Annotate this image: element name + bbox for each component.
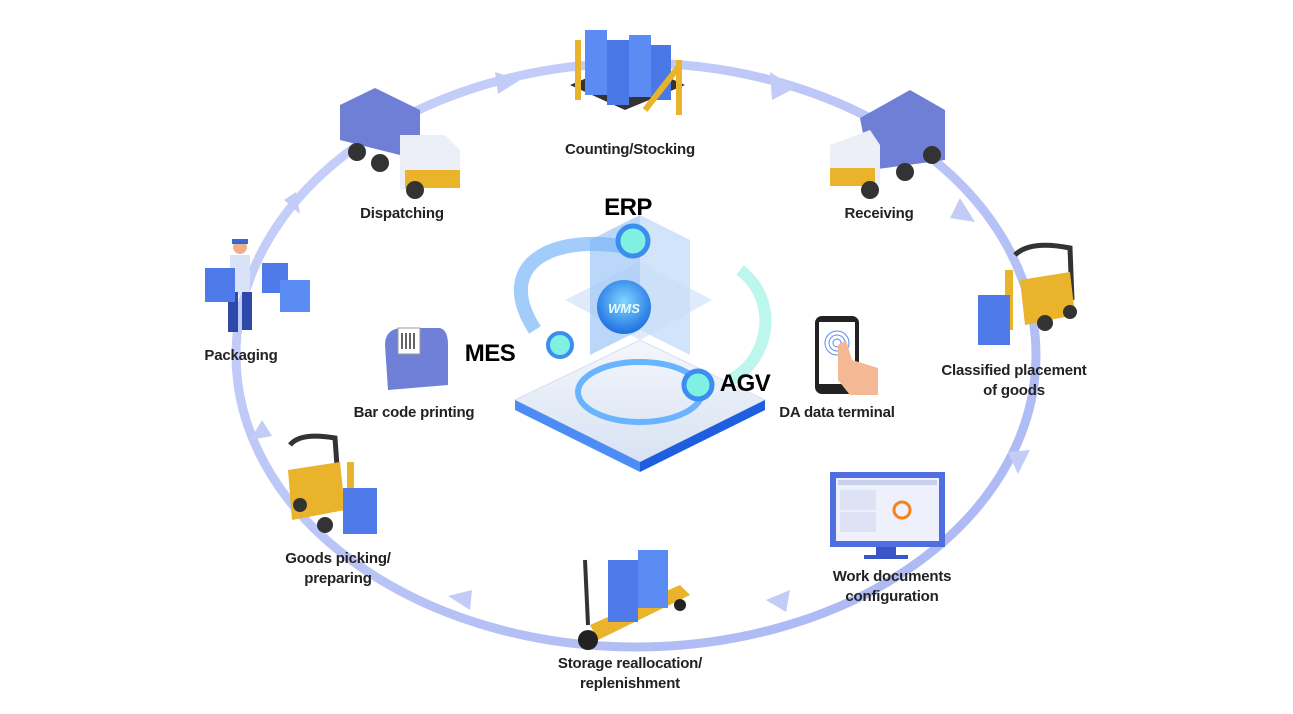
worker-boxes-icon <box>205 239 310 332</box>
agv-label: AGV <box>719 370 771 397</box>
erp-label: ERP <box>604 194 652 221</box>
wms-core-label: WMS <box>608 301 640 316</box>
erp-node <box>615 223 651 259</box>
mes-label: MES <box>464 340 516 367</box>
pallet-boxes-icon <box>570 30 685 115</box>
arrow-chevron <box>770 72 795 100</box>
forklift-box-icon <box>978 242 1077 345</box>
stage-classified-placement: Classified placement of goods <box>941 362 1087 399</box>
stage-storage-reallocation: Storage reallocation/ replenishment <box>557 655 703 692</box>
barcode-printing-label: Bar code printing <box>353 404 475 421</box>
dispatch-truck-icon <box>340 88 460 199</box>
ring-arrows <box>250 72 1030 612</box>
arrow-chevron <box>950 198 975 222</box>
stage-work-documents: Work documents configuration <box>832 568 952 605</box>
stage-receiving: Receiving <box>844 205 914 222</box>
stage-goods-picking: Goods picking/ preparing <box>285 550 391 587</box>
arrow-chevron <box>766 590 790 612</box>
arrow-chevron <box>448 590 472 610</box>
wms-globe <box>597 280 651 334</box>
picking-forklift-icon <box>288 433 377 534</box>
monitor-config-icon <box>830 472 945 559</box>
arrow-chevron <box>1008 450 1030 474</box>
arrow-chevron <box>250 420 272 440</box>
stage-packaging: Packaging <box>204 347 278 364</box>
handheld-terminal-icon <box>815 316 878 395</box>
agv-node <box>681 368 715 402</box>
arrow-chevron <box>495 72 520 94</box>
pallet-jack-icon <box>578 550 690 650</box>
wms-platform <box>513 215 772 472</box>
receiving-truck-icon <box>830 90 945 199</box>
mes-node <box>546 331 574 359</box>
barcode-printer-icon <box>385 327 448 390</box>
stage-dispatching: Dispatching <box>360 205 444 222</box>
stage-counting-stocking: Counting/Stocking <box>565 141 695 158</box>
arrow-chevron <box>284 192 300 214</box>
da-terminal-label: DA data terminal <box>779 404 895 421</box>
